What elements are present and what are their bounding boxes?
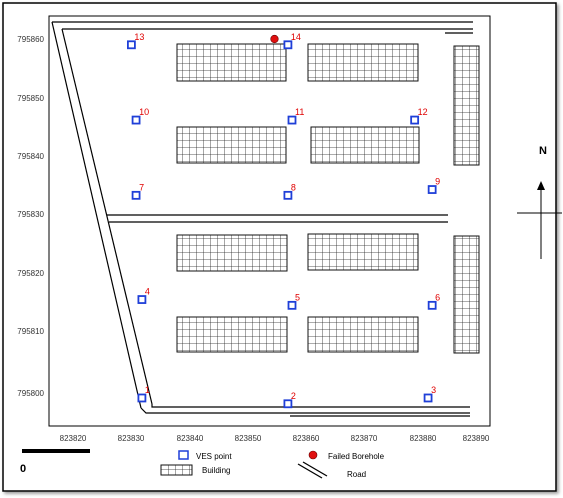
y-tick-label: 795830 [17,210,44,219]
x-tick-label: 823830 [118,434,145,443]
legend-ves-label: VES point [196,452,232,461]
ves-point-label: 9 [435,177,440,187]
ves-point-label: 13 [134,32,144,42]
legend-road-symbol [297,461,328,479]
legend-building-label: Building [202,466,230,475]
north-arrow: N [517,145,562,259]
building [453,235,480,354]
legend-road-label: Road [347,470,366,479]
plot-area-frame [48,15,491,427]
legend-building-symbol [160,464,193,476]
ves-point-label: 4 [145,287,150,297]
north-label: N [539,145,547,157]
failed-borehole-marker [270,34,279,44]
x-tick-label: 823850 [235,434,262,443]
building [307,233,419,271]
legend-ves-symbol [178,450,189,460]
scale-bar-segment [22,449,90,453]
ves-point-label: 14 [291,32,301,42]
scale-bar-label: 0 [20,463,26,475]
x-tick-label: 823890 [463,434,490,443]
ves-point-marker [283,399,293,409]
ves-point-marker [423,393,433,403]
ves-point-marker [131,115,141,125]
roads [51,21,473,417]
north-arrow-head-icon [537,181,545,190]
legend-borehole-label: Failed Borehole [328,452,385,461]
ves-point-label: 10 [139,107,149,117]
ves-point-marker [410,115,420,125]
ves-point-marker [283,190,293,200]
ves-point-label: 11 [295,107,304,117]
y-tick-label: 795860 [17,35,44,44]
x-tick-label: 823880 [410,434,437,443]
road-line [151,404,470,408]
ves-point-marker [131,190,141,200]
x-tick-label: 823820 [60,434,87,443]
legend-borehole-symbol [308,450,318,460]
building [307,43,419,82]
road-line [51,21,142,409]
y-tick-label: 795840 [17,152,44,161]
ves-point-marker [283,40,293,50]
ves-point-marker [137,393,147,403]
scale-bar: 0 [20,449,90,475]
building [453,45,480,166]
x-tick-label: 823840 [177,434,204,443]
x-tick-label: 823870 [351,434,378,443]
ves-point-marker [427,185,437,194]
ves-point-label: 5 [295,292,300,302]
y-tick-label: 795800 [17,389,44,398]
ves-point-label: 3 [431,385,436,395]
ves-point-label: 1 [145,385,150,395]
boreholes-layer [270,34,279,44]
ves-point-label: 12 [418,107,428,117]
building [176,43,287,82]
building [307,316,419,353]
building [176,234,288,272]
building [310,126,420,164]
road-line [140,407,470,414]
buildings [176,43,480,354]
ves-point-marker [287,300,297,310]
x-tick-label: 823860 [293,434,320,443]
y-tick-label: 795810 [17,327,44,336]
road-line [61,28,153,405]
legend: VES point Failed Borehole Building Road [160,450,385,479]
ves-point-label: 2 [291,391,296,401]
y-tick-label: 795850 [17,94,44,103]
ves-point-label: 6 [435,292,440,302]
ves-point-label: 7 [139,182,144,192]
ves-point-marker [127,40,136,50]
y-tick-label: 795820 [17,269,44,278]
ves-point-marker [287,115,297,125]
ves-point-marker [427,300,437,310]
ves-point-label: 8 [291,182,296,192]
y-axis-ticks: 795860 795850 795840 795830 795820 79581… [17,35,44,398]
x-axis-ticks: 823820 823830 823840 823850 823860 82387… [60,434,490,443]
building [176,316,288,353]
building [176,126,287,164]
ves-point-marker [137,295,147,304]
